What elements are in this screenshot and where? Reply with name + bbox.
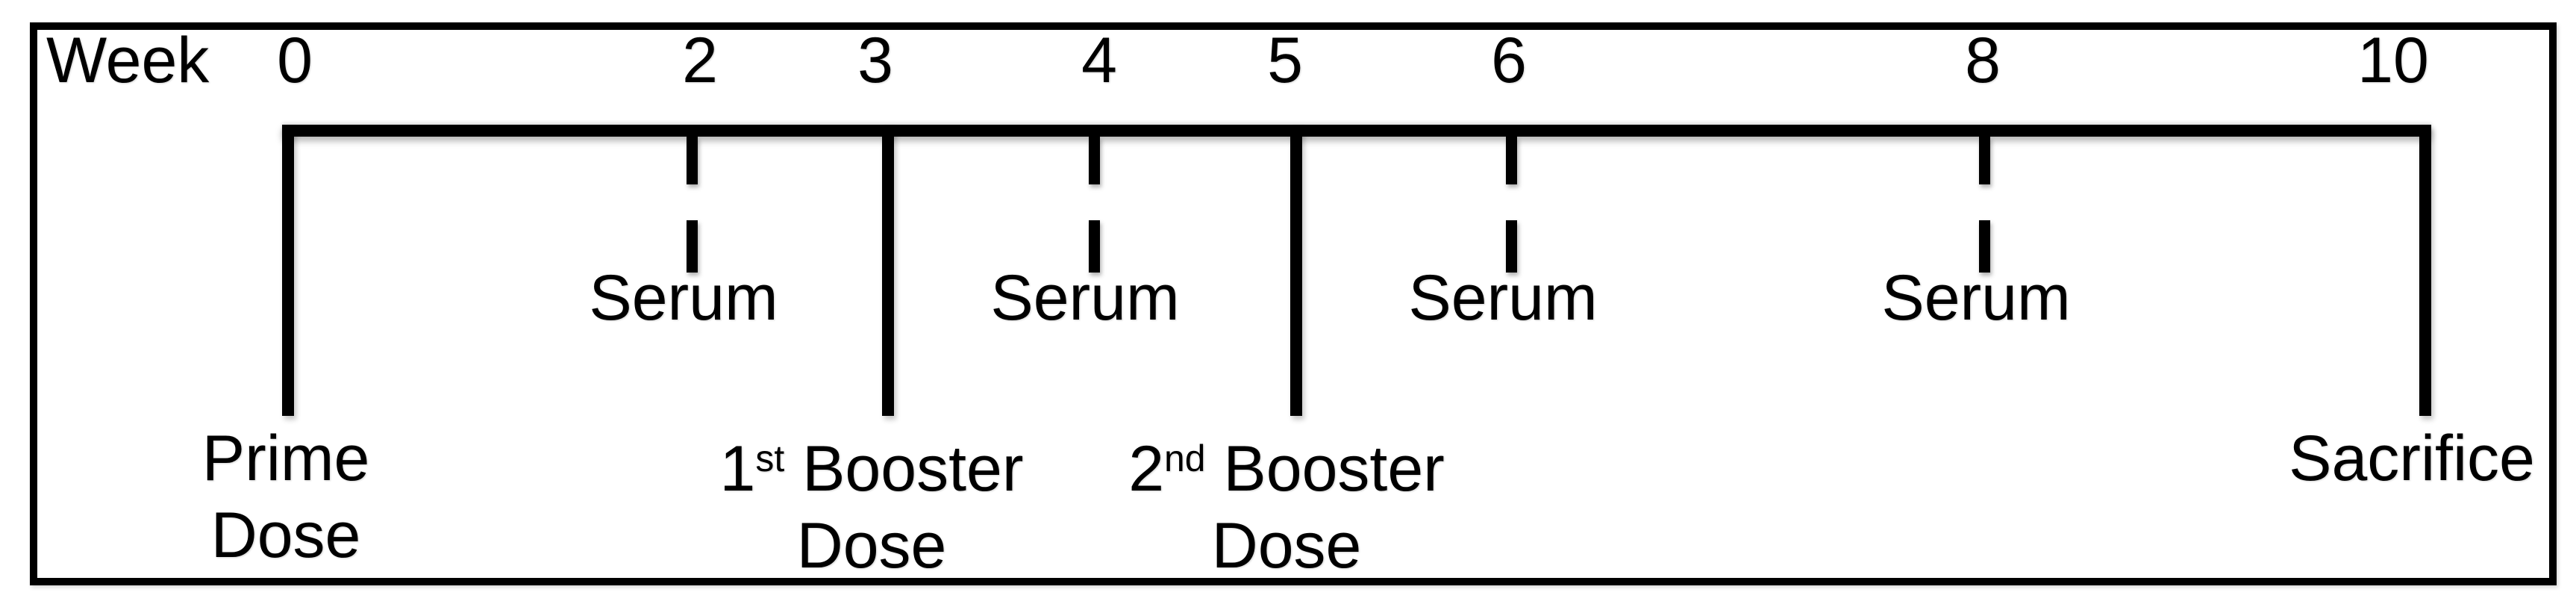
event-line-week-5 [1290,125,1302,416]
event-line-week-10 [2419,125,2431,416]
ordinal-superscript-nd: nd [1164,438,1206,479]
serum-label-week-8: Serum [1881,262,2071,334]
prime-dose-line2: Dose [210,500,361,571]
sacrifice-line1: Sacrifice [2289,423,2535,494]
week-tick-label-8: 8 [1965,25,2001,96]
event-label-first-booster-dose: 1st Booster Dose [720,420,1024,585]
timeline-axis-line [282,125,2431,137]
week-tick-label-10: 10 [2357,25,2429,96]
first-booster-line2: Dose [796,509,947,582]
event-label-second-booster-dose: 2nd Booster Dose [1128,420,1445,585]
event-label-prime-dose: Prime Dose [202,420,370,574]
week-tick-label-2: 2 [682,25,718,96]
second-booster-line2: Dose [1211,509,1362,582]
week-tick-label-5: 5 [1267,25,1303,96]
serum-label-week-4: Serum [990,262,1180,334]
serum-tick-week-2 [687,137,698,273]
serum-label-week-2: Serum [589,262,778,334]
week-tick-label-3: 3 [857,25,893,96]
axis-label-week: Week [46,25,210,96]
week-tick-label-4: 4 [1081,25,1117,96]
prime-dose-line1: Prime [201,423,370,494]
event-line-week-3 [882,125,894,416]
second-booster-line1: 2nd Booster [1128,432,1445,505]
serum-tick-week-4 [1089,137,1100,273]
event-label-sacrifice: Sacrifice [2289,420,2535,497]
ordinal-superscript-st: st [755,438,785,479]
week-tick-label-6: 6 [1491,25,1527,96]
serum-tick-week-6 [1506,137,1517,273]
first-booster-line1: 1st Booster [719,432,1024,505]
serum-tick-week-8 [1979,137,1990,273]
event-line-week-0 [282,125,294,416]
serum-label-week-6: Serum [1408,262,1598,334]
week-tick-label-0: 0 [277,25,313,96]
